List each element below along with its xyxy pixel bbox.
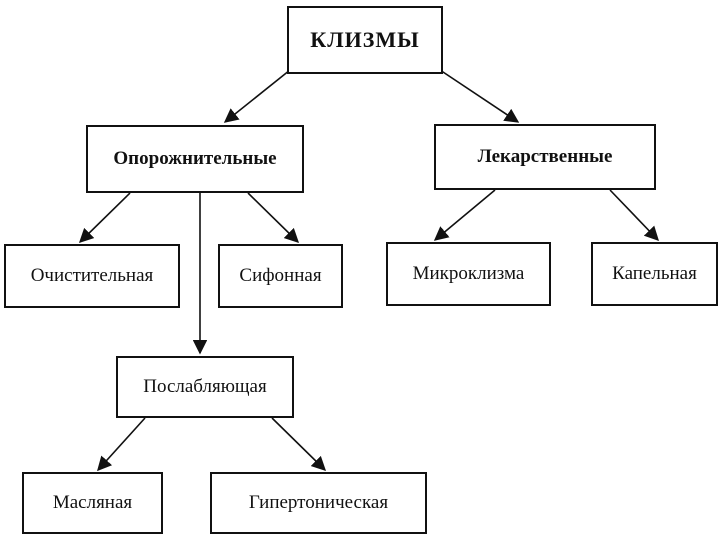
node-lek: Лекарственные — [434, 124, 656, 190]
arrow-opor-to-siphon — [247, 192, 300, 244]
node-oil-label: Масляная — [52, 492, 133, 513]
node-laxative: Послабляющая — [116, 356, 294, 418]
arrow-opor-to-cleansing — [78, 192, 131, 244]
arrow-laxative-to-hypertonic — [271, 417, 327, 472]
node-root: КЛИЗМЫ — [287, 6, 443, 74]
arrow-laxative-to-oil — [97, 417, 146, 472]
node-cleansing-label: Очистительная — [30, 265, 154, 286]
node-oil: Масляная — [22, 472, 163, 534]
node-siphon-label: Сифонная — [239, 265, 322, 286]
node-opor: Опорожнительные — [86, 125, 304, 193]
node-micro-label: Микроклизма — [412, 263, 525, 284]
arrow-lek-to-micro — [433, 189, 496, 241]
node-lek-label: Лекарственные — [477, 146, 613, 167]
node-micro: Микроклизма — [386, 242, 551, 306]
arrow-root-to-opor — [223, 69, 291, 123]
node-cleansing: Очистительная — [4, 244, 180, 308]
node-drip: Капельная — [591, 242, 718, 306]
node-drip-label: Капельная — [612, 263, 697, 284]
arrow-lek-to-drip — [609, 189, 659, 242]
node-laxative-label: Послабляющая — [143, 376, 267, 397]
node-siphon: Сифонная — [218, 244, 343, 308]
node-hypertonic: Гипертоническая — [210, 472, 427, 534]
node-root-label: КЛИЗМЫ — [310, 27, 420, 52]
arrow-root-to-lek — [439, 69, 520, 123]
node-opor-label: Опорожнительные — [113, 148, 277, 169]
node-hypertonic-label: Гипертоническая — [248, 492, 389, 513]
